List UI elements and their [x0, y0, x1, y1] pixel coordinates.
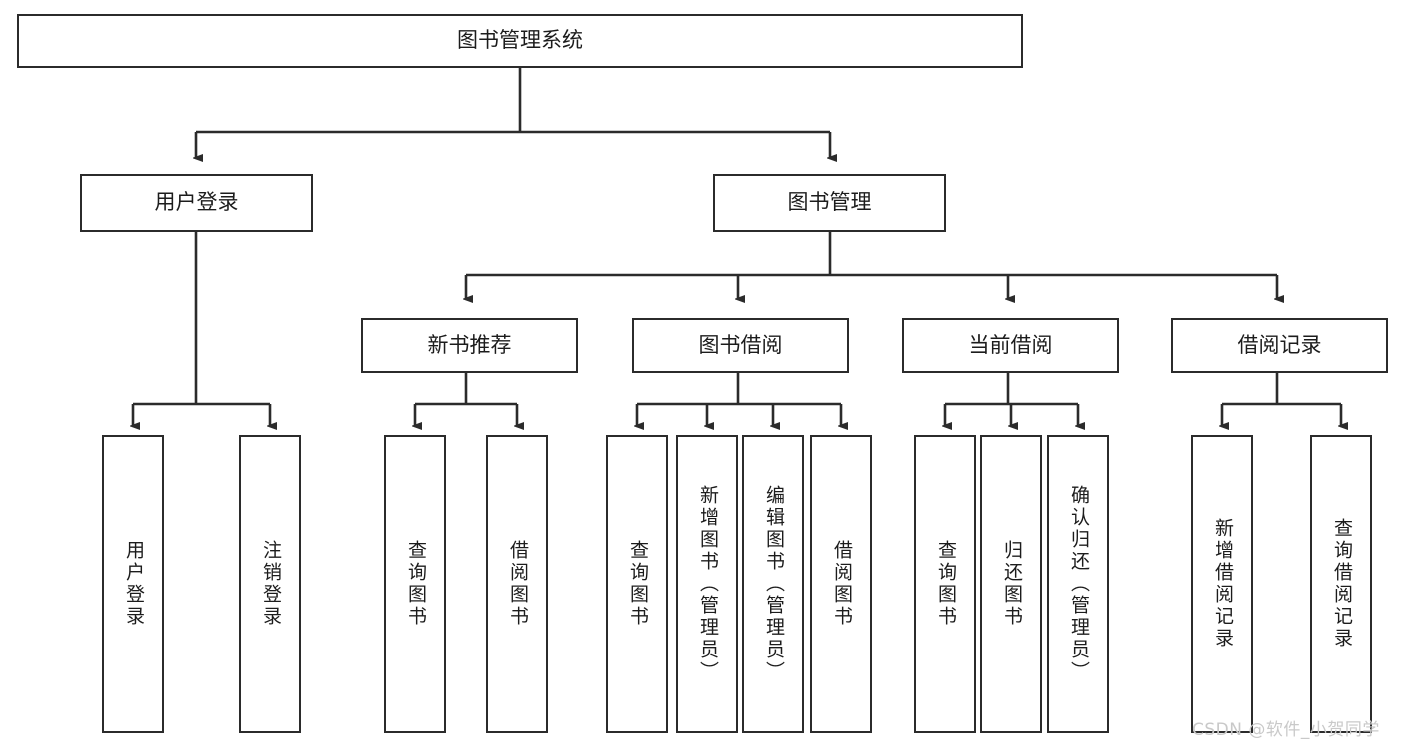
leaf-query-borrow-record[interactable]: 查询借阅记录: [1310, 435, 1372, 733]
watermark: CSDN @软件_小贺同学: [1192, 720, 1380, 740]
node-current-borrow[interactable]: 当前借阅: [902, 318, 1119, 373]
node-book-borrow[interactable]: 图书借阅: [632, 318, 849, 373]
leaf-query-book-1[interactable]: 查询图书: [384, 435, 446, 733]
leaf-add-book-admin[interactable]: 新增图书（管理员）: [676, 435, 738, 733]
leaf-borrow-book-2-label: 借阅图书: [830, 540, 853, 628]
leaf-logout-login[interactable]: 注销登录: [239, 435, 301, 733]
leaf-logout-login-label: 注销登录: [259, 540, 282, 628]
leaf-return-book[interactable]: 归还图书: [980, 435, 1042, 733]
node-current-borrow-label: 当前借阅: [968, 332, 1053, 357]
leaf-query-borrow-record-label: 查询借阅记录: [1330, 518, 1353, 650]
node-root[interactable]: 图书管理系统: [17, 14, 1023, 68]
node-borrow-record[interactable]: 借阅记录: [1171, 318, 1388, 373]
node-new-book-recommend-label: 新书推荐: [427, 332, 512, 357]
leaf-user-login[interactable]: 用户登录: [102, 435, 164, 733]
leaf-add-borrow-record[interactable]: 新增借阅记录: [1191, 435, 1253, 733]
leaf-query-book-2[interactable]: 查询图书: [606, 435, 668, 733]
node-new-book-recommend[interactable]: 新书推荐: [361, 318, 578, 373]
leaf-query-book-3-label: 查询图书: [934, 540, 957, 628]
node-user-login-label: 用户登录: [154, 190, 239, 215]
leaf-borrow-book-2[interactable]: 借阅图书: [810, 435, 872, 733]
leaf-borrow-book-1[interactable]: 借阅图书: [486, 435, 548, 733]
leaf-borrow-book-1-label: 借阅图书: [506, 540, 529, 628]
leaf-add-borrow-record-label: 新增借阅记录: [1211, 518, 1234, 650]
node-book-management[interactable]: 图书管理: [713, 174, 946, 232]
leaf-query-book-3[interactable]: 查询图书: [914, 435, 976, 733]
leaf-edit-book-admin[interactable]: 编辑图书（管理员）: [742, 435, 804, 733]
node-book-borrow-label: 图书借阅: [698, 332, 783, 357]
node-user-login[interactable]: 用户登录: [80, 174, 313, 232]
leaf-return-book-label: 归还图书: [1000, 540, 1023, 628]
leaf-confirm-return-admin[interactable]: 确认归还（管理员）: [1047, 435, 1109, 733]
leaf-user-login-label: 用户登录: [122, 540, 145, 628]
node-borrow-record-label: 借阅记录: [1237, 332, 1322, 357]
node-root-label: 图书管理系统: [457, 28, 583, 53]
leaf-confirm-return-admin-label: 确认归还（管理员）: [1067, 485, 1090, 683]
leaf-query-book-2-label: 查询图书: [626, 540, 649, 628]
leaf-query-book-1-label: 查询图书: [404, 540, 427, 628]
leaf-add-book-admin-label: 新增图书（管理员）: [696, 485, 719, 683]
node-book-management-label: 图书管理: [787, 190, 872, 215]
leaf-edit-book-admin-label: 编辑图书（管理员）: [762, 485, 785, 683]
